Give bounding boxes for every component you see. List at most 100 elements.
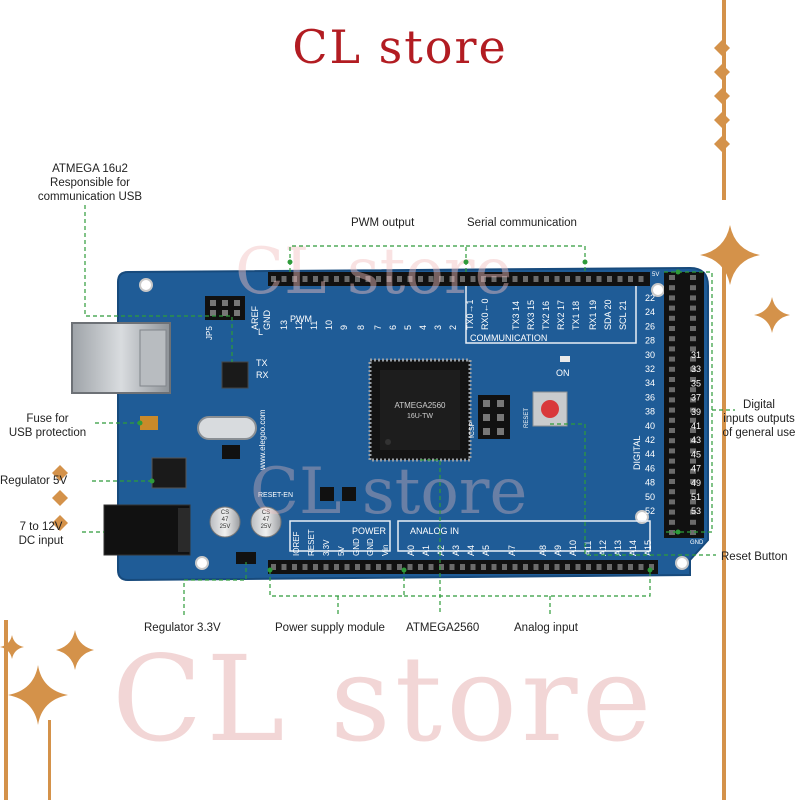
top-pin-label: 5 — [403, 325, 413, 330]
header-pin — [386, 276, 392, 282]
header-pin — [512, 564, 518, 570]
label-digital-line3: of general use — [722, 427, 796, 439]
header-pin — [460, 276, 465, 282]
right-pin-label: 47 — [691, 464, 701, 474]
header-pin — [669, 336, 675, 342]
label-atmega16u2-line2: Responsible for — [50, 177, 130, 189]
label-atmega16u2: ATMEGA 16u2 Responsible for communicatio… — [20, 162, 160, 204]
orange-stripe-left-2 — [48, 720, 51, 800]
header-pin — [690, 285, 696, 291]
header-pin — [690, 275, 696, 280]
guide-atmega16u2 — [84, 205, 233, 362]
header-pin — [617, 276, 623, 282]
label-digital-line2: inputs outputs — [723, 413, 795, 425]
silk-analog-in: ANALOG IN — [410, 526, 459, 536]
icsp-header — [478, 395, 510, 439]
header-pin — [565, 564, 570, 570]
header-pin — [690, 356, 696, 362]
right-pin-label: 46 — [645, 463, 655, 473]
header-pin — [690, 346, 696, 352]
right-pin-label: 38 — [645, 407, 655, 417]
header-pin — [690, 397, 696, 403]
label-dc-input: 7 to 12V DC input — [0, 520, 82, 548]
silk-jp5: JP5 — [205, 326, 214, 340]
right-pin-label: 40 — [645, 421, 655, 431]
silk-5v: 5V — [652, 272, 659, 278]
header-pin — [439, 564, 444, 570]
sparkle-icon — [56, 630, 94, 670]
header-pin — [418, 564, 423, 570]
analog-pin-label: A4 — [466, 545, 476, 556]
header-pin — [596, 276, 602, 282]
header-pin — [460, 564, 465, 570]
header-pin — [271, 276, 276, 282]
mounting-hole — [635, 510, 649, 524]
header-pin — [669, 519, 675, 525]
right-pin-label: 31 — [691, 350, 701, 360]
header-pin — [344, 564, 350, 570]
cap-text: CS — [221, 510, 229, 516]
header-pin — [596, 564, 602, 570]
sparkle-icon — [700, 225, 760, 285]
header-pin — [565, 276, 570, 282]
header-pin — [669, 499, 675, 505]
top-pin-label: 13 — [279, 320, 289, 330]
header-pin — [669, 428, 675, 433]
right-pin-label: 52 — [645, 506, 655, 516]
silk-gnd: GND — [690, 540, 704, 546]
header-pin — [512, 276, 518, 282]
header-pin — [323, 564, 329, 570]
analog-pin-label: A14 — [628, 540, 638, 556]
header-pin — [439, 276, 444, 282]
silk-power: POWER — [352, 526, 387, 536]
header-pin — [428, 564, 434, 570]
mounting-hole — [139, 278, 153, 292]
label-regulator-5v: Regulator 5V — [0, 475, 68, 487]
on-led — [560, 356, 570, 362]
label-fuse: Fuse for USB protection — [0, 412, 95, 440]
header-pin — [470, 564, 476, 570]
power-pin-label: RESET — [307, 529, 316, 556]
header-pin — [575, 564, 581, 570]
header-pin — [281, 564, 287, 570]
header-pin — [669, 315, 675, 321]
header-pin — [628, 276, 633, 282]
header-pin — [355, 276, 360, 282]
right-pin-label: 26 — [645, 321, 655, 331]
guide-analog — [404, 570, 651, 597]
top-pin-label: SDA 20 — [603, 299, 613, 330]
silk-rx: RX — [256, 370, 269, 380]
right-header — [664, 272, 704, 538]
cap-text: CS — [262, 510, 270, 516]
capacitor-right — [250, 506, 282, 538]
header-pin — [491, 276, 497, 282]
header-pin — [533, 564, 539, 570]
top-pin-label: TX0→1 — [465, 299, 475, 330]
analog-pin-label: A13 — [613, 540, 623, 556]
header-pin — [554, 564, 560, 570]
silk-communication: COMMUNICATION — [470, 333, 547, 343]
label-reset-button: Reset Button — [721, 551, 788, 563]
guide-digital — [664, 271, 713, 533]
header-pin — [669, 530, 675, 535]
header-pin — [376, 564, 381, 570]
reset-button-component — [532, 391, 568, 427]
top-pin-label: TX1 18 — [571, 301, 581, 330]
header-pin — [344, 276, 350, 282]
label-fuse-line1: Fuse for — [26, 413, 69, 425]
header-pin — [397, 276, 402, 282]
header-pin — [669, 509, 675, 515]
header-pin — [690, 417, 696, 423]
power-pin-label: GND — [352, 538, 361, 556]
top-pin-label: 10 — [324, 320, 334, 330]
header-pin — [669, 377, 675, 382]
label-atmega16u2-line3: communication USB — [37, 191, 143, 203]
header-pin — [690, 530, 696, 535]
header-pin — [554, 276, 560, 282]
header-pin — [334, 564, 339, 570]
guide-power — [269, 570, 405, 597]
